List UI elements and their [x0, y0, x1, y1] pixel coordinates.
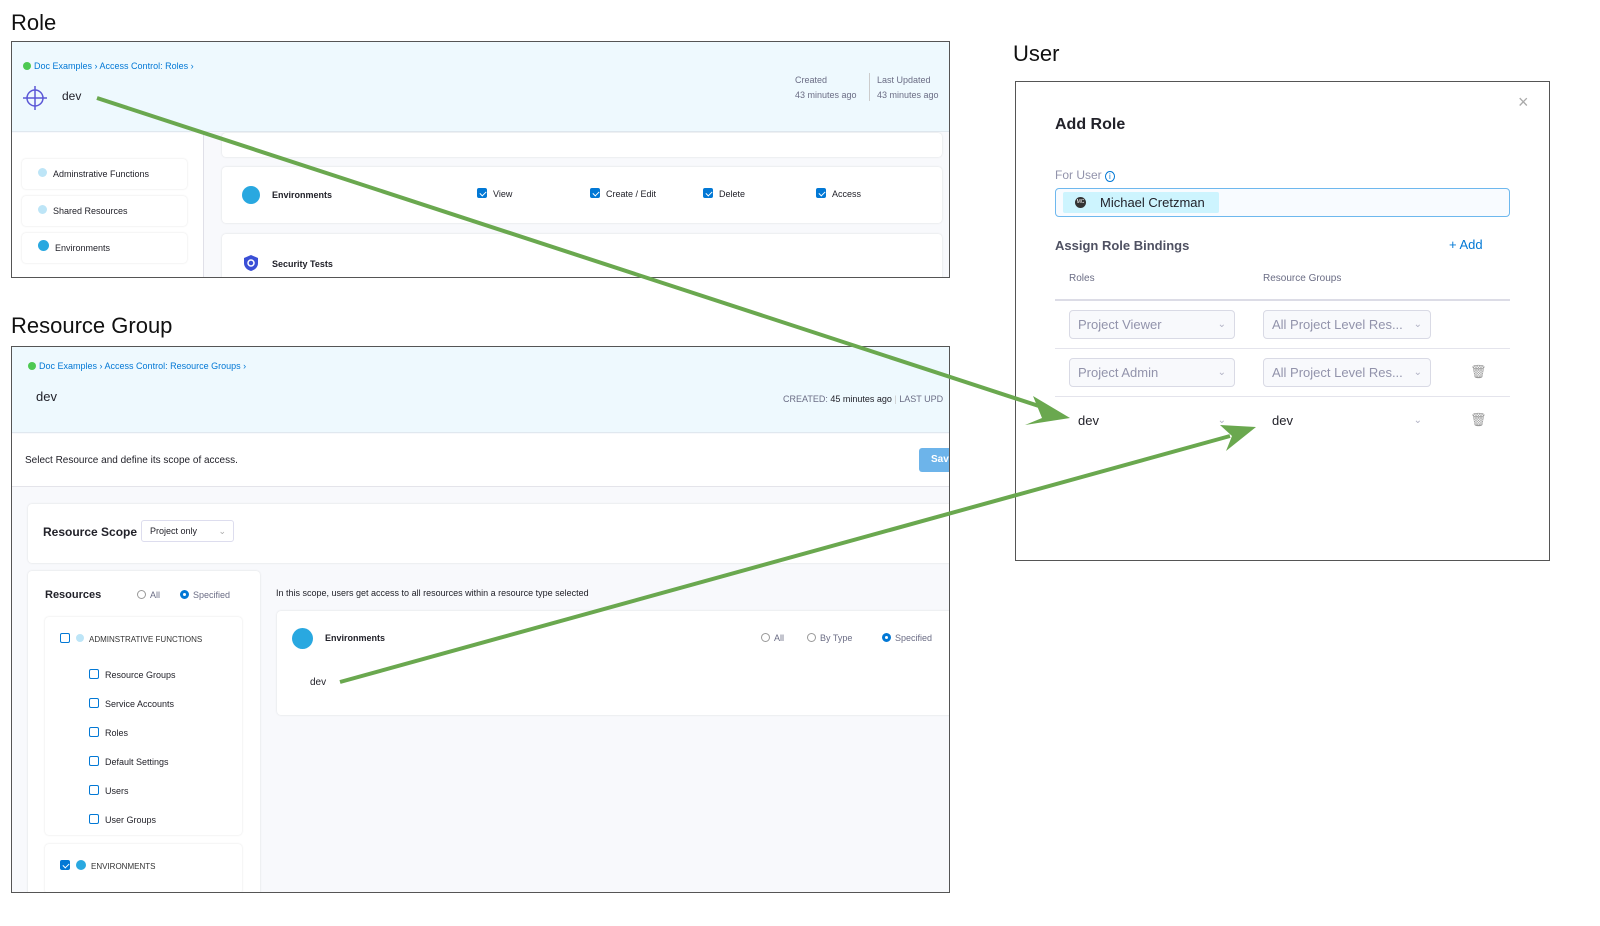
trash-icon[interactable]: 🗑: [1470, 364, 1487, 379]
resources-label: Resources: [45, 589, 102, 601]
environments-label: Environments: [272, 190, 333, 200]
role-header: Doc Examples › Access Control: Roles › d…: [12, 42, 949, 132]
role-name: dev: [62, 89, 82, 103]
for-user-label: For User i: [1055, 168, 1115, 182]
role-select-1[interactable]: Project Viewer⌄: [1069, 310, 1235, 339]
updated-value: 43 minutes ago: [877, 90, 939, 100]
shared-icon: [38, 205, 47, 214]
list-item-roles[interactable]: Roles: [89, 719, 176, 748]
admin-functions-group[interactable]: ADMINSTRATIVE FUNCTIONS: [60, 633, 202, 644]
created-value: 45 minutes ago: [830, 394, 892, 404]
resource-scope-label: Resource Scope: [43, 525, 138, 539]
created-value: 43 minutes ago: [795, 90, 857, 100]
radio-all[interactable]: All: [137, 590, 160, 600]
chevron-down-icon: ⌄: [218, 526, 226, 536]
rg-select-3[interactable]: dev⌄: [1263, 406, 1431, 435]
security-tests-label: Security Tests: [272, 259, 333, 269]
project-icon: [23, 62, 31, 70]
section-title-resource-group: Resource Group: [11, 313, 173, 338]
perm-access[interactable]: Access: [816, 188, 861, 199]
created-label: Created: [795, 75, 828, 85]
role-crosshair-icon: [23, 86, 47, 110]
sidebar-label: Environments: [55, 243, 111, 253]
chevron-down-icon: ⌄: [1217, 319, 1226, 330]
sidebar-label: Shared Resources: [53, 206, 128, 216]
environments-icon: [242, 186, 260, 204]
rg-select-2[interactable]: All Project Level Res...⌄: [1263, 358, 1431, 387]
list-item-default-settings[interactable]: Default Settings: [89, 748, 176, 777]
environments-label: Environments: [325, 633, 386, 643]
rg-name: dev: [36, 389, 57, 404]
breadcrumb-doc-examples[interactable]: Doc Examples: [34, 61, 93, 71]
environments-icon: [38, 240, 49, 251]
sidebar-item-admin-functions[interactable]: Adminstrative Functions: [22, 159, 187, 189]
description: Select Resource and define its scope of …: [25, 455, 238, 466]
perm-delete[interactable]: Delete: [703, 188, 745, 199]
col-resource-groups: Resource Groups: [1263, 273, 1342, 284]
radio-env-all[interactable]: All: [761, 633, 784, 643]
sidebar-item-shared-resources[interactable]: Shared Resources: [22, 196, 187, 226]
section-title-user: User: [1013, 41, 1060, 66]
list-item-user-groups[interactable]: User Groups: [89, 806, 176, 835]
breadcrumb: Doc Examples › Access Control: Roles ›: [23, 61, 194, 71]
list-item-users[interactable]: Users: [89, 777, 176, 806]
chevron-down-icon: ⌄: [1217, 415, 1226, 426]
security-tests-card: Security Tests: [222, 234, 942, 277]
col-roles: Roles: [1069, 273, 1095, 284]
sidebar-item-environments[interactable]: Environments: [22, 233, 187, 263]
environment-dev[interactable]: dev: [310, 677, 327, 688]
project-icon: [28, 362, 36, 370]
close-icon[interactable]: ×: [1518, 92, 1529, 112]
environments-icon: [292, 628, 313, 649]
role-select-3[interactable]: dev⌄: [1069, 406, 1235, 435]
add-binding-button[interactable]: + Add: [1449, 237, 1483, 252]
breadcrumb-roles[interactable]: Access Control: Roles: [99, 61, 189, 71]
updated-label: Last Updated: [877, 75, 931, 85]
list-item-service-accounts[interactable]: Service Accounts: [89, 690, 176, 719]
section-title-role: Role: [11, 10, 57, 35]
sidebar-label: Adminstrative Functions: [53, 169, 150, 179]
rg-select-1[interactable]: All Project Level Res...⌄: [1263, 310, 1431, 339]
resource-scope-select[interactable]: Project only⌄: [141, 520, 234, 542]
radio-env-by-type[interactable]: By Type: [807, 633, 852, 643]
radio-env-specified[interactable]: Specified: [882, 633, 932, 643]
breadcrumb: Doc Examples › Access Control: Resource …: [28, 361, 246, 371]
chevron-down-icon: ⌄: [1217, 367, 1226, 378]
list-item-resource-groups[interactable]: Resource Groups: [89, 661, 176, 690]
role-select-2[interactable]: Project Admin⌄: [1069, 358, 1235, 387]
environments-permissions-card: Environments View Create / Edit Delete A…: [222, 167, 942, 223]
breadcrumb-doc-examples[interactable]: Doc Examples: [39, 361, 98, 371]
scope-note: In this scope, users get access to all r…: [276, 588, 589, 598]
resource-group-panel: Doc Examples › Access Control: Resource …: [11, 346, 950, 893]
environments-group[interactable]: ENVIRONMENTS: [60, 860, 155, 871]
dialog-title: Add Role: [1055, 116, 1126, 133]
bindings-label: Assign Role Bindings: [1055, 238, 1190, 253]
trash-icon[interactable]: 🗑: [1470, 412, 1487, 427]
chevron-down-icon: ⌄: [1413, 319, 1422, 330]
admin-items-list: Resource Groups Service Accounts Roles D…: [89, 661, 176, 835]
radio-specified[interactable]: Specified: [180, 590, 230, 600]
save-button[interactable]: Sav: [919, 448, 949, 472]
chevron-down-icon: ⌄: [1413, 415, 1422, 426]
environments-scope-card: Environments All By Type Specified dev: [277, 611, 949, 715]
role-panel: Doc Examples › Access Control: Roles › d…: [11, 41, 950, 278]
perm-create-edit[interactable]: Create / Edit: [590, 188, 656, 199]
perm-view[interactable]: View: [477, 188, 512, 199]
updated-label: LAST UPD: [899, 394, 944, 404]
chevron-down-icon: ⌄: [1413, 367, 1422, 378]
shield-icon: [244, 255, 258, 271]
info-icon: i: [1105, 171, 1115, 182]
admin-icon: [38, 168, 47, 177]
avatar: MC: [1075, 197, 1086, 208]
breadcrumb-resource-groups[interactable]: Access Control: Resource Groups: [104, 361, 241, 371]
created-label: CREATED:: [783, 394, 828, 404]
